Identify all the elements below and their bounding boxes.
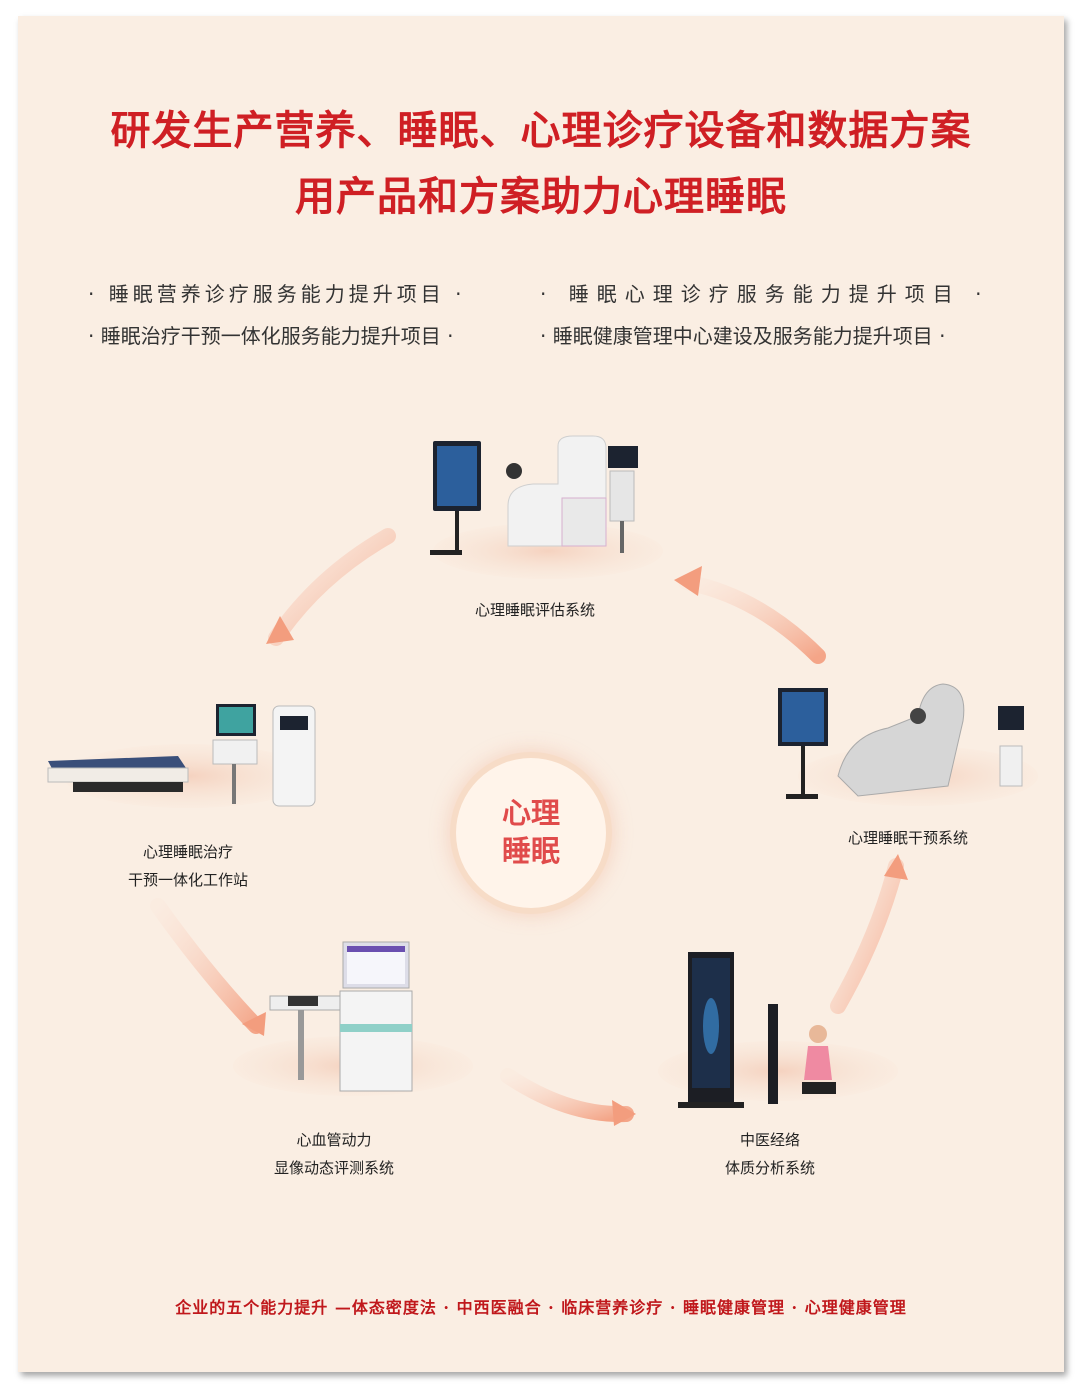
center-badge: 心理 睡眠 bbox=[456, 758, 606, 908]
project-item: · 睡眠治疗干预一体化服务能力提升项目 · bbox=[88, 324, 454, 348]
project-item: · 睡眠营养诊疗服务能力提升项目 · bbox=[88, 282, 466, 306]
system-label-tcm: 中医经络 体质分析系统 bbox=[670, 1126, 870, 1182]
poster: 研发生产营养、睡眠、心理诊疗设备和数据方案 用产品和方案助力心理睡眠 · 睡眠营… bbox=[18, 16, 1064, 1372]
center-text: 心理 bbox=[501, 796, 560, 830]
system-label-treatment: 心理睡眠治疗 干预一体化工作站 bbox=[88, 838, 288, 894]
arrow-icon bbox=[674, 566, 826, 664]
arrow-icon bbox=[150, 898, 266, 1036]
system-label-cardio: 心血管动力 显像动态评测系统 bbox=[234, 1126, 434, 1182]
label-line: 心理睡眠评估系统 bbox=[474, 601, 595, 619]
label-line: 显像动态评测系统 bbox=[273, 1159, 394, 1177]
project-item: · 睡眠心理诊疗服务能力提升项目 · bbox=[540, 282, 990, 306]
label-line: 心理睡眠干预系统 bbox=[847, 829, 968, 847]
system-label-intervention: 心理睡眠干预系统 bbox=[808, 824, 1008, 852]
project-item: · 睡眠健康管理中心建设及服务能力提升项目 · bbox=[540, 324, 946, 348]
label-line: 心血管动力 bbox=[296, 1131, 372, 1149]
label-line: 干预一体化工作站 bbox=[127, 871, 248, 889]
arrow-icon bbox=[266, 528, 396, 646]
cycle-illustration bbox=[47, 435, 1038, 1126]
sub-title: 用产品和方案助力心理睡眠 bbox=[295, 173, 787, 220]
arrow-icon bbox=[500, 1068, 636, 1126]
assessment-equipment bbox=[430, 435, 663, 579]
arrow-icon bbox=[830, 854, 908, 1014]
treatment-equipment bbox=[47, 704, 316, 808]
intervention-equipment bbox=[778, 683, 1038, 806]
tcm-equipment bbox=[658, 952, 898, 1108]
label-line: 体质分析系统 bbox=[724, 1159, 815, 1177]
cardio-equipment bbox=[233, 941, 473, 1096]
system-label-assessment: 心理睡眠评估系统 bbox=[430, 596, 640, 624]
main-title: 研发生产营养、睡眠、心理诊疗设备和数据方案 bbox=[110, 107, 972, 154]
label-line: 中医经络 bbox=[739, 1131, 800, 1149]
footer-text: 企业的五个能力提升 —体态密度法 · 中西医融合 · 临床营养诊疗 · 睡眠健康… bbox=[175, 1298, 907, 1317]
center-text: 睡眠 bbox=[501, 834, 560, 868]
label-line: 心理睡眠治疗 bbox=[142, 843, 233, 861]
